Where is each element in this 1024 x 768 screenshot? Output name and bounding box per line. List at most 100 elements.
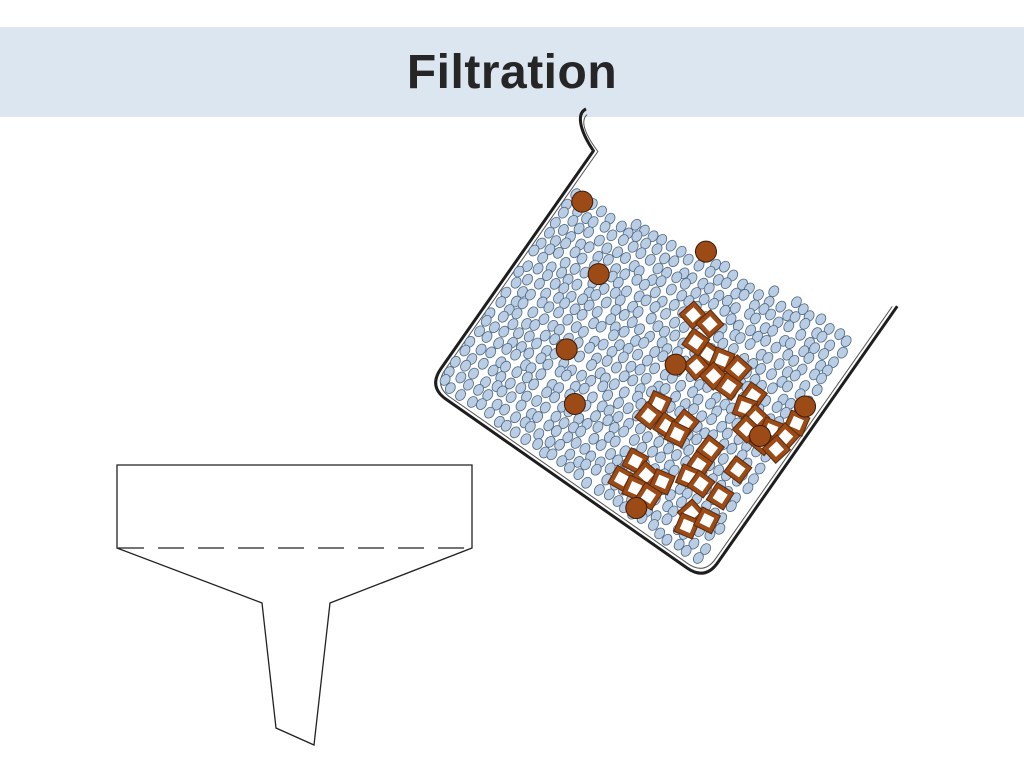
water-particle <box>639 278 650 291</box>
water-particle <box>576 308 588 321</box>
water-particle <box>620 252 631 264</box>
water-particle <box>567 214 579 227</box>
water-particle <box>497 310 509 323</box>
water-particle <box>459 344 471 357</box>
water-particle <box>527 306 539 319</box>
water-particle <box>641 431 653 443</box>
water-particle <box>762 352 774 364</box>
water-particle <box>487 364 499 377</box>
water-particle <box>644 254 656 266</box>
water-particle <box>581 476 593 489</box>
water-particle <box>549 391 561 404</box>
water-particle <box>595 320 607 333</box>
water-particle <box>583 226 595 239</box>
water-particle <box>706 413 718 426</box>
water-particle <box>703 282 715 295</box>
water-particle <box>576 369 587 382</box>
water-particle <box>634 363 646 376</box>
water-particle <box>473 384 484 396</box>
water-particle <box>549 278 561 290</box>
water-particle <box>668 255 680 268</box>
water-particle <box>455 389 466 401</box>
water-particle <box>570 437 582 449</box>
water-particle <box>617 234 629 246</box>
water-particle <box>815 313 827 326</box>
water-particle <box>803 352 815 364</box>
water-particle <box>511 307 523 320</box>
water-particle <box>510 411 521 424</box>
water-particle <box>534 277 545 290</box>
beaker-contents <box>439 188 852 564</box>
water-particle <box>539 329 551 342</box>
crystal <box>694 309 725 339</box>
water-particle <box>529 319 541 331</box>
water-particle <box>626 316 638 329</box>
water-particle <box>640 294 652 307</box>
water-particle <box>571 278 583 291</box>
water-particle <box>543 301 555 314</box>
water-particle <box>717 453 729 465</box>
water-particle <box>652 262 664 275</box>
water-particle <box>726 442 738 455</box>
water-particle <box>544 436 556 448</box>
water-particle <box>738 289 750 301</box>
solid-particles <box>555 190 817 520</box>
water-particle <box>520 433 532 446</box>
solid-particle <box>563 392 586 415</box>
water-particle <box>605 313 617 326</box>
water-particle <box>455 371 467 384</box>
water-particle <box>615 220 627 233</box>
water-particle <box>509 426 521 439</box>
water-particle <box>608 329 619 342</box>
funnel-outline <box>116 464 473 746</box>
water-particle <box>481 331 493 343</box>
water-particle <box>704 266 716 278</box>
water-particle <box>513 265 525 278</box>
water-particle <box>577 325 589 338</box>
water-particle <box>538 313 550 326</box>
water-particle <box>510 276 522 289</box>
water-particle <box>683 444 695 456</box>
water-particle <box>773 358 785 370</box>
water-particle <box>622 402 634 415</box>
water-particle <box>766 368 777 381</box>
crystal <box>761 434 792 465</box>
water-particle <box>790 296 802 309</box>
water-particle <box>705 397 716 410</box>
water-particle <box>501 343 513 355</box>
water-particle <box>651 243 663 255</box>
crystal <box>705 481 735 511</box>
water-particle <box>782 380 793 393</box>
water-particle <box>597 338 609 351</box>
water-particle <box>665 283 677 296</box>
water-particle <box>628 434 640 446</box>
solid-particle <box>694 240 717 263</box>
water-particle <box>606 229 618 242</box>
solid-particle <box>571 190 594 213</box>
water-particle <box>811 384 823 396</box>
water-particle <box>573 222 585 235</box>
water-particle <box>573 468 585 480</box>
water-particle <box>618 325 630 338</box>
water-particle <box>760 334 772 347</box>
water-particle <box>554 438 566 451</box>
water-particle <box>531 395 543 407</box>
water-particle <box>720 277 732 289</box>
water-particle <box>576 252 588 265</box>
water-particle <box>795 329 807 341</box>
water-particle <box>532 438 544 450</box>
water-particle <box>659 252 671 265</box>
water-particle <box>444 382 456 395</box>
water-particle <box>630 218 642 231</box>
water-particle <box>557 224 569 236</box>
crystal <box>723 455 753 485</box>
water-particle <box>596 205 607 218</box>
crystal <box>648 467 676 496</box>
water-particle <box>475 343 487 356</box>
water-particle <box>750 312 761 325</box>
water-particle <box>660 307 672 320</box>
water-particle <box>543 226 555 239</box>
water-particle <box>575 425 587 438</box>
water-particle <box>670 449 682 461</box>
